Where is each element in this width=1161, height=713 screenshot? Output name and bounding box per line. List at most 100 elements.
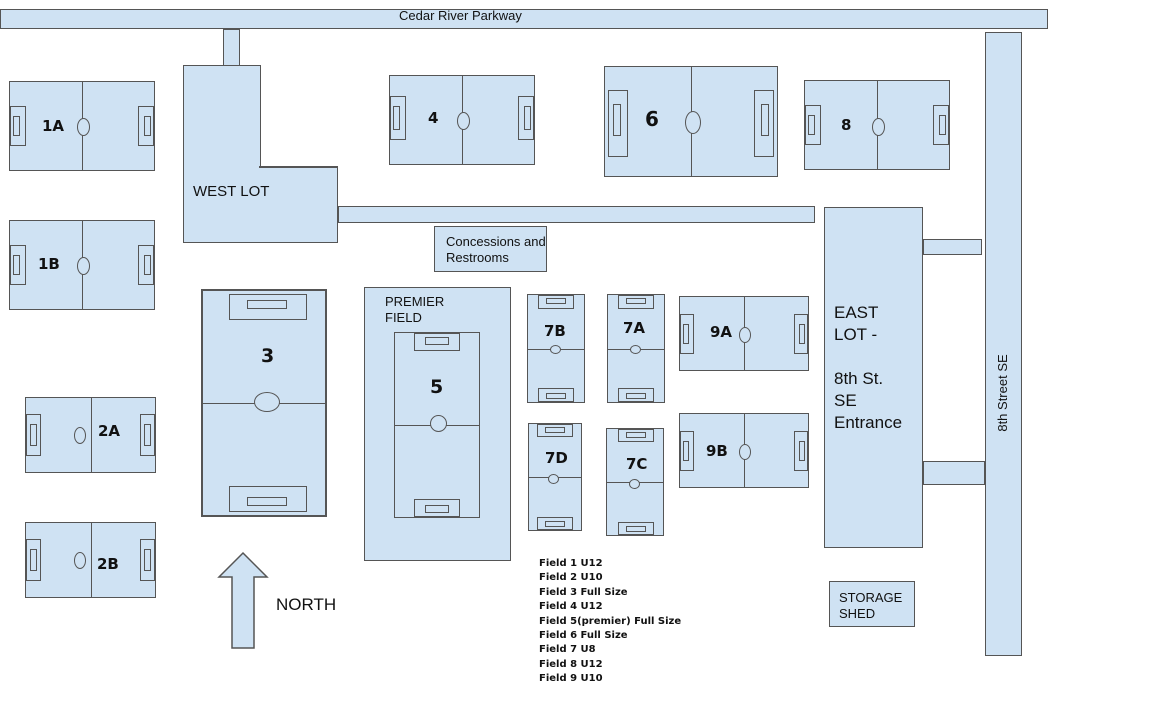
west-lot-label: WEST LOT xyxy=(193,183,270,200)
goal-bottom-inner xyxy=(626,526,646,532)
legend-item: Field 4 U12 xyxy=(539,601,603,613)
goal-right xyxy=(140,414,155,456)
legend-item: Field 2 U10 xyxy=(539,572,603,584)
legend-item: Field 9 U10 xyxy=(539,673,603,685)
legend-item: Field 3 Full Size xyxy=(539,586,628,598)
premier-line-2: FIELD xyxy=(385,310,422,325)
field-1b-label: 1B xyxy=(38,255,60,273)
goal-right-inner xyxy=(144,116,151,136)
legend-item: Field 5(premier) Full Size xyxy=(539,615,682,627)
premier-field-label: PREMIER FIELD xyxy=(385,294,444,326)
8th-street-se-label: 8th Street SE xyxy=(995,354,1010,432)
goal-right-inner xyxy=(799,324,805,344)
field-8[interactable]: 8 xyxy=(804,80,950,170)
goal-left-inner xyxy=(30,549,37,571)
field-3[interactable]: 3 xyxy=(201,289,327,517)
storage-line-1: STORAGE xyxy=(839,590,903,605)
center-circle xyxy=(77,118,90,136)
8th-street-se-road xyxy=(985,32,1022,656)
field-6[interactable]: 6 xyxy=(604,66,778,177)
goal-top-inner xyxy=(546,298,566,304)
field-2a[interactable]: 2A xyxy=(25,397,156,473)
concessions-label: Concessions and Restrooms xyxy=(446,234,546,266)
goal-bottom-inner xyxy=(425,505,449,513)
goal-bottom-inner xyxy=(545,521,565,527)
center-circle xyxy=(254,392,280,412)
goal-bottom-inner xyxy=(546,393,566,399)
field-2a-label: 2A xyxy=(98,422,121,440)
goal-top-inner xyxy=(626,298,646,304)
west-lot-upper xyxy=(183,65,261,175)
field-7a-label: 7A xyxy=(623,319,646,337)
concessions-building xyxy=(434,226,547,272)
goal-left xyxy=(26,539,41,581)
field-3-label: 3 xyxy=(261,345,275,367)
field-9b-label: 9B xyxy=(706,442,728,460)
east-lot-line-6: Entrance xyxy=(834,413,903,432)
field-7a[interactable]: 7A xyxy=(607,294,665,403)
field-7d-label: 7D xyxy=(545,449,568,467)
west-lot-lower xyxy=(183,166,338,243)
field-2b[interactable]: 2B xyxy=(25,522,156,598)
field-9b[interactable]: 9B xyxy=(679,413,809,488)
goal-top-inner xyxy=(626,432,646,438)
field-5-label: 5 xyxy=(430,376,444,398)
field-1a[interactable]: 1A xyxy=(9,81,155,171)
field-7c[interactable]: 7C xyxy=(606,428,664,536)
legend-item: Field 6 Full Size xyxy=(539,630,628,642)
center-circle xyxy=(630,345,641,354)
goal-top-inner xyxy=(545,427,565,433)
east-lot-line-4: 8th St. xyxy=(834,369,884,388)
field-1b[interactable]: 1B xyxy=(9,220,155,310)
field-7b[interactable]: 7B xyxy=(527,294,585,403)
legend-item: Field 8 U12 xyxy=(539,658,603,670)
east-lot-line-3 xyxy=(834,346,902,368)
goal-left-inner xyxy=(13,255,20,275)
center-circle xyxy=(74,552,86,569)
field-9a-label: 9A xyxy=(710,323,733,341)
north-label: NORTH xyxy=(276,595,337,614)
goal-right-inner xyxy=(524,106,531,130)
field-1a-label: 1A xyxy=(42,117,65,135)
center-circle xyxy=(739,327,751,343)
field-5[interactable]: 5 xyxy=(394,332,480,518)
concessions-line-2: Restrooms xyxy=(446,250,509,265)
east-lot-line-1: EAST xyxy=(834,303,879,322)
legend-item: Field 1 U12 xyxy=(539,558,603,569)
storage-line-2: SHED xyxy=(839,606,876,621)
goal-bottom-inner xyxy=(626,393,646,399)
goal-left-inner xyxy=(393,106,400,130)
connector-road xyxy=(338,206,815,223)
goal-left-inner xyxy=(808,115,815,135)
goal-right xyxy=(140,539,155,581)
center-circle xyxy=(77,257,90,275)
storage-shed-label: STORAGE SHED xyxy=(839,590,902,622)
center-circle xyxy=(629,479,640,489)
field-legend: Field 1 U12 Field 2 U10 Field 3 Full Siz… xyxy=(539,557,681,687)
goal-left-inner xyxy=(683,324,689,344)
cedar-river-parkway-label: Cedar River Parkway xyxy=(399,8,522,23)
goal-right-inner xyxy=(799,441,805,461)
field-4[interactable]: 4 xyxy=(389,75,535,165)
center-circle xyxy=(430,415,447,432)
goal-right xyxy=(754,90,774,157)
east-lot-line-5: SE xyxy=(834,391,857,410)
field-6-label: 6 xyxy=(645,107,659,131)
center-circle xyxy=(74,427,86,444)
field-7d[interactable]: 7D xyxy=(528,423,582,531)
goal-bottom-inner xyxy=(247,497,287,506)
field-4-label: 4 xyxy=(428,109,439,127)
goal-left-inner xyxy=(13,116,20,136)
field-9a[interactable]: 9A xyxy=(679,296,809,371)
center-circle xyxy=(872,118,885,136)
east-lot-connector-top xyxy=(923,239,982,255)
east-lot-line-2: LOT - xyxy=(834,325,878,344)
goal-left-inner xyxy=(613,104,621,136)
east-lot-connector-bottom xyxy=(923,461,985,485)
goal-left-inner xyxy=(30,424,37,446)
center-circle xyxy=(457,112,470,130)
premier-line-1: PREMIER xyxy=(385,294,445,309)
cedar-river-parkway xyxy=(0,9,1048,29)
west-lot-edge xyxy=(259,166,338,168)
goal-top xyxy=(229,294,307,320)
